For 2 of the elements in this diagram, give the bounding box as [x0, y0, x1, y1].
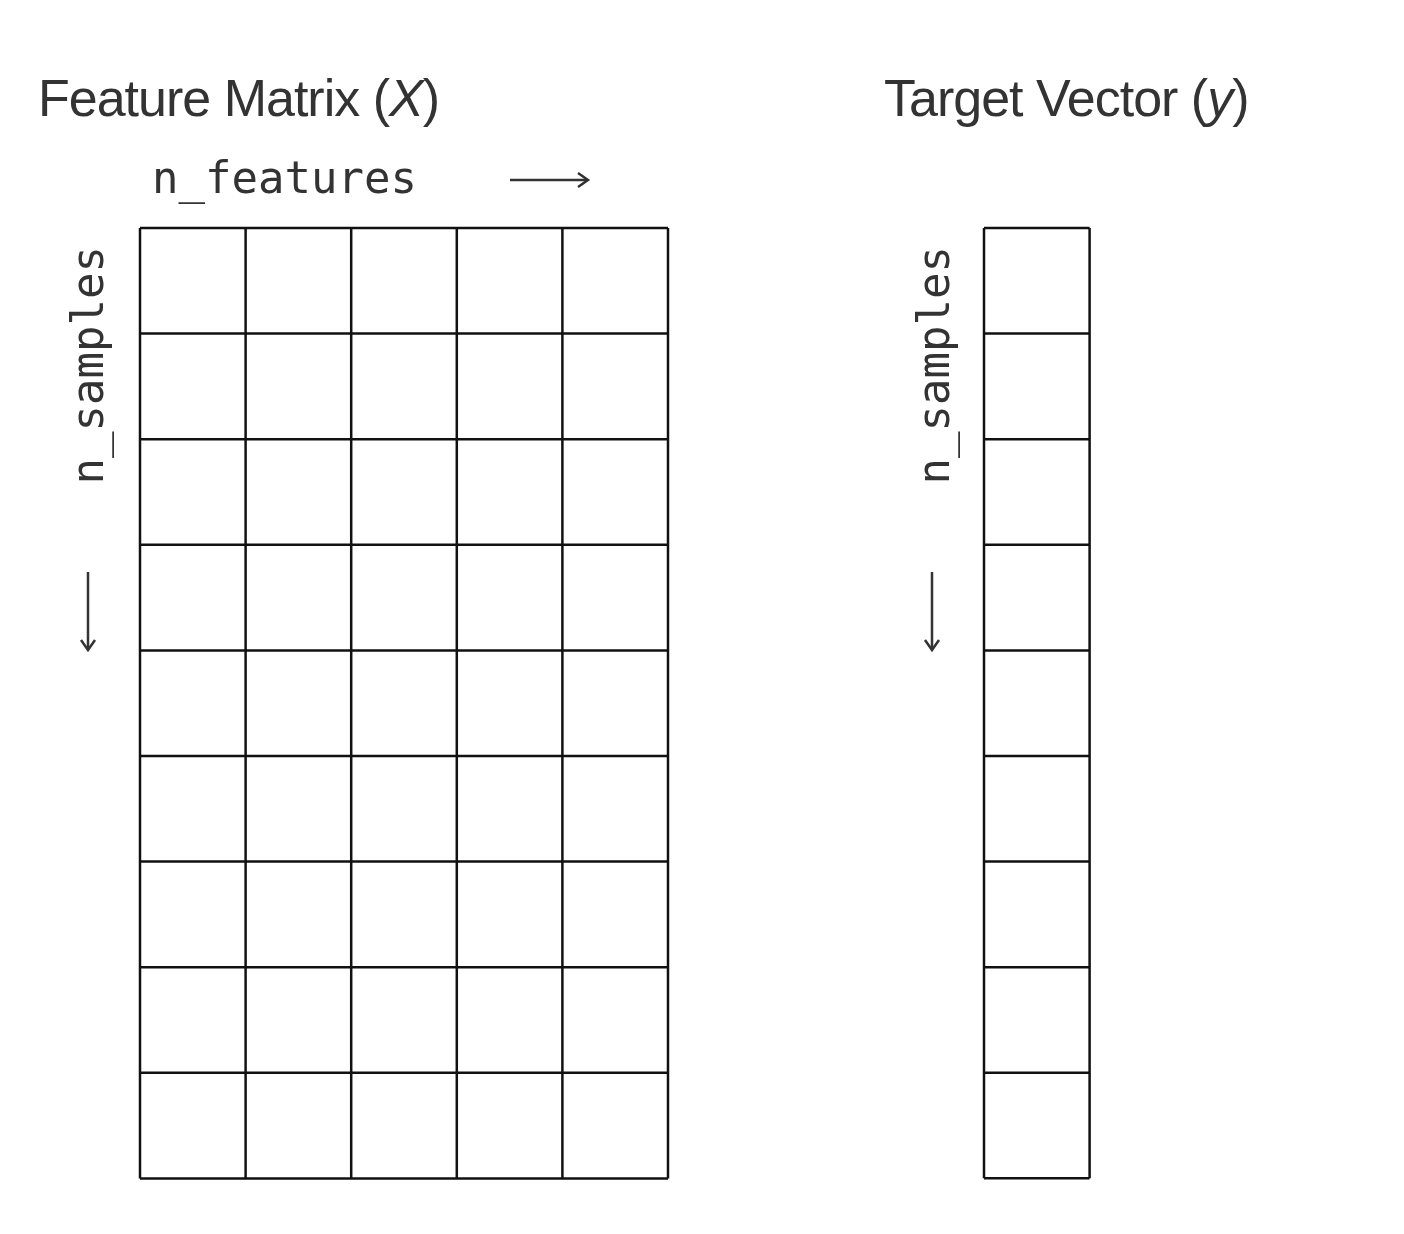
- matrix-title: Target Vector (y): [884, 68, 1249, 128]
- matrix-title: Feature Matrix (X): [38, 68, 439, 128]
